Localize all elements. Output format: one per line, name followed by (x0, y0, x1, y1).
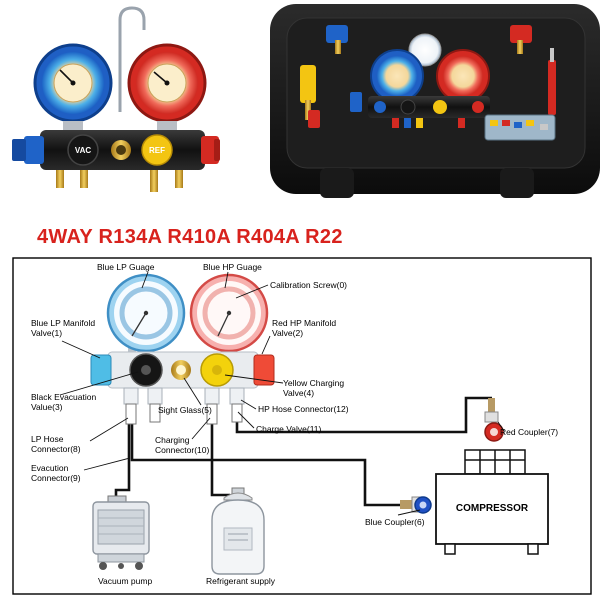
label-black-evacuation-valve: Black Evacuation Value(3) (31, 392, 97, 412)
diagram-manifold (90, 273, 275, 425)
label-red-hp-manifold-valve: Red HP Manifold Valve(2) (272, 318, 337, 338)
label-sight-glass: Sight Glass(5) (158, 405, 212, 415)
ref-badge: REF (149, 146, 165, 155)
label-blue-hp-gauge: Blue HP Guage (203, 262, 262, 272)
label-compressor: COMPRESSOR (455, 503, 529, 514)
label-lp-hose-connector: LP Hose Connector(8) (31, 434, 81, 454)
label-calibration-screw: Calibration Screw(0) (270, 280, 347, 290)
carrying-case-photo (270, 4, 600, 198)
product-title: 4WAY R134A R410A R404A R22 (37, 226, 343, 248)
red-coupler (484, 398, 504, 442)
label-blue-lp-gauge: Blue LP Guage (97, 262, 155, 272)
label-vacuum-pump: Vacuum pump (98, 576, 153, 586)
vacuum-pump (92, 495, 150, 570)
label-blue-coupler: Blue Coupler(6) (365, 517, 425, 527)
leader-lines (59, 271, 505, 516)
label-charge-valve: Charge Valve(11) (256, 424, 322, 434)
hose-lines (114, 396, 492, 507)
diagram-frame (12, 257, 592, 595)
label-charging-connector: Charging Connector(10) (155, 435, 210, 455)
refrigerant-cylinder (211, 487, 265, 575)
blue-coupler (400, 496, 432, 514)
manifold-photo (12, 6, 220, 192)
label-red-coupler: Red Coupler(7) (500, 427, 559, 437)
label-hp-hose-connector: HP Hose Connector(12) (258, 404, 349, 414)
label-evacuation-connector: Evacution Connector(9) (31, 463, 81, 483)
vac-badge: VAC (75, 146, 92, 155)
label-blue-lp-manifold-valve: Blue LP Manifold Valve(1) (31, 318, 96, 338)
label-yellow-charging-valve: Yellow Charging Valve(4) (283, 378, 345, 398)
compressor (435, 449, 549, 555)
label-refrigerant-supply: Refrigerant supply (206, 576, 275, 586)
